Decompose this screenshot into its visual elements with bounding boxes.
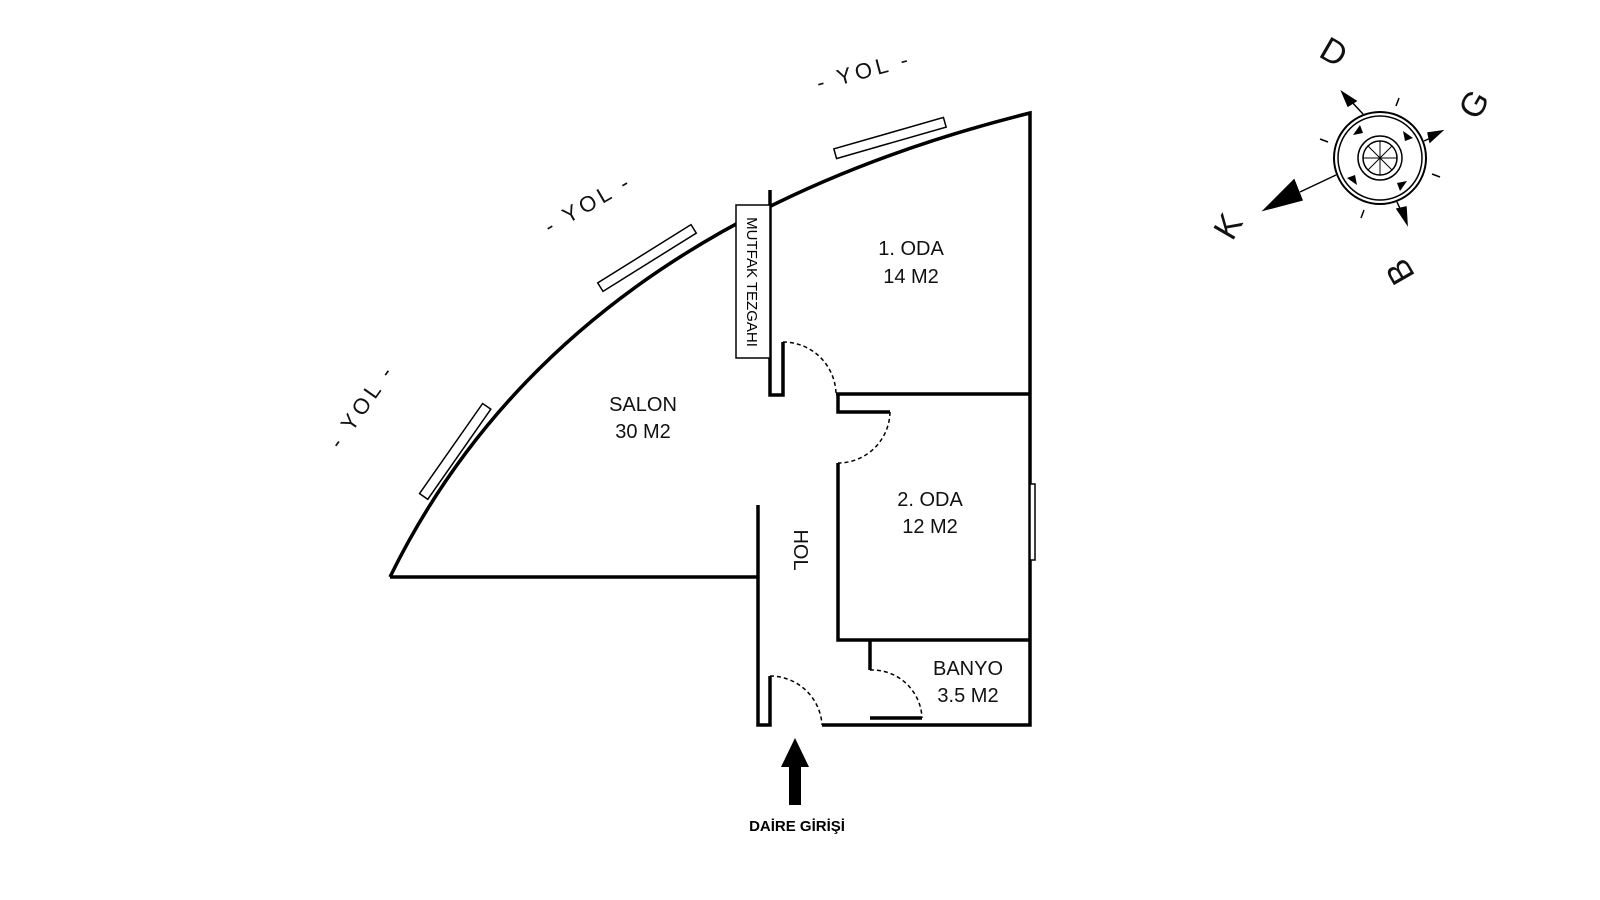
room-salon-name: SALON	[609, 394, 677, 416]
room2-left-wall	[836, 394, 1030, 642]
street-label: - YOL -	[324, 359, 401, 453]
kitchen-counter-label: MUTFAK TEZGAHI	[743, 217, 760, 347]
compass-north-label: K	[1206, 207, 1250, 246]
window-4	[1029, 483, 1036, 561]
door-room2	[837, 411, 891, 464]
bathroom-left-wall	[868, 640, 922, 720]
compass-south-label: G	[1451, 84, 1497, 126]
compass-east-label: D	[1313, 30, 1353, 75]
hall-left-wall	[756, 505, 772, 727]
door-entrance	[769, 675, 823, 726]
outer-curved-wall	[388, 110, 1032, 727]
room-2-name: 2. ODA	[897, 489, 963, 511]
kitchen-counter	[735, 204, 771, 359]
window-3	[832, 116, 948, 160]
window-1	[418, 402, 492, 501]
window-2	[596, 223, 698, 293]
compass-west-label: B	[1378, 252, 1422, 291]
bathroom-name: BANYO	[933, 658, 1003, 680]
street-label: - YOL -	[814, 46, 915, 95]
room-1-area: 14 M2	[883, 266, 939, 288]
room-salon-area: 30 M2	[615, 421, 671, 443]
room-1-name: 1. ODA	[878, 238, 944, 260]
room-2-area: 12 M2	[902, 516, 958, 538]
bathroom-area: 3.5 M2	[937, 685, 998, 707]
kitchen-wall	[768, 190, 785, 397]
door-bathroom	[869, 669, 923, 719]
compass-rose-icon	[1261, 90, 1445, 227]
street-label: - YOL -	[540, 168, 637, 238]
hall-label: HOL	[789, 529, 811, 570]
door-room1	[782, 341, 837, 396]
entrance-arrow-icon	[781, 738, 809, 805]
entrance-label: DAİRE GİRİŞİ	[749, 818, 845, 835]
